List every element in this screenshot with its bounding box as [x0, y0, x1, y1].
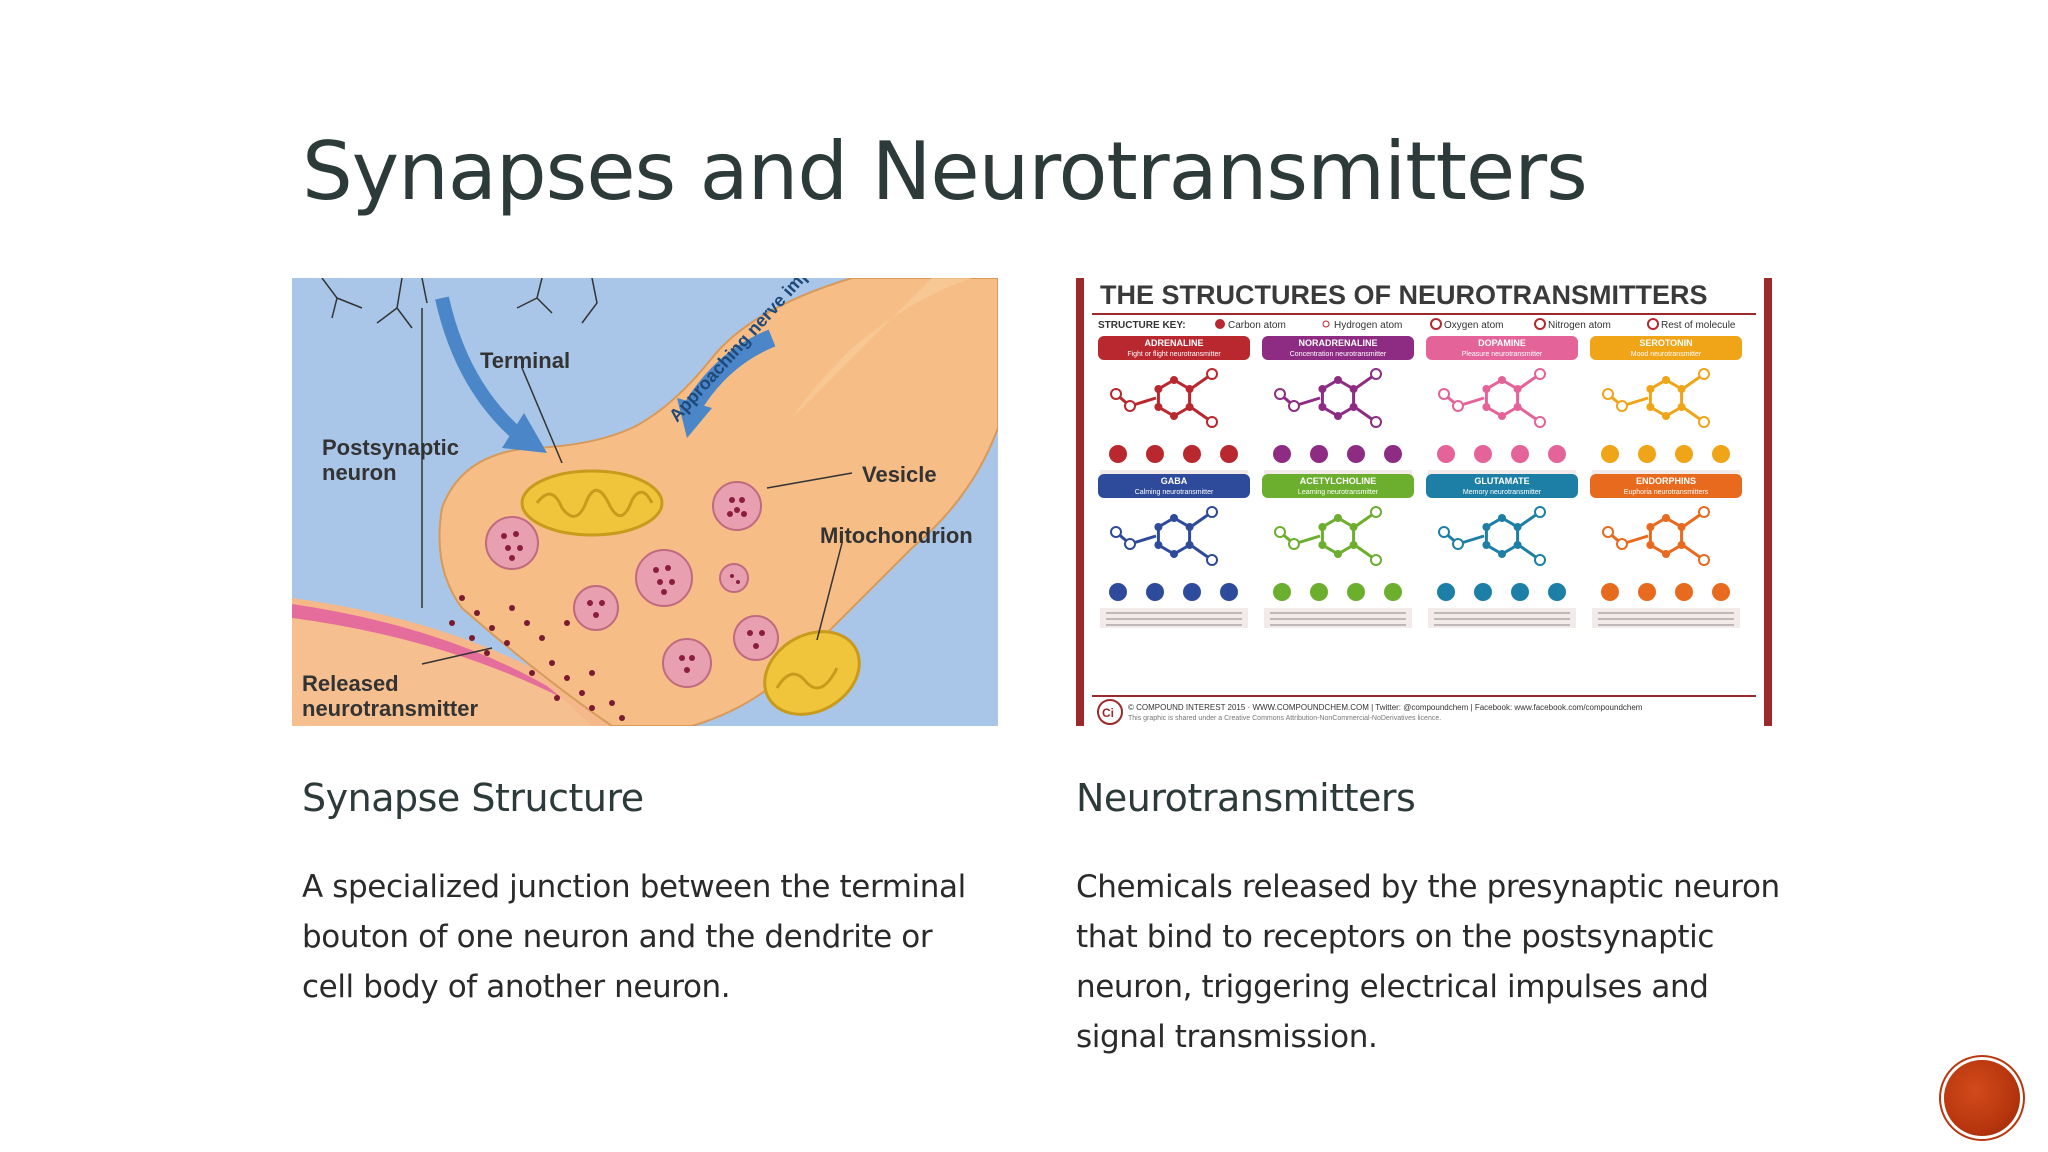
label-released-2: neurotransmitter: [302, 696, 478, 721]
effect-icon: [1273, 445, 1291, 463]
effect-icon: [1474, 445, 1492, 463]
effect-icon: [1601, 445, 1619, 463]
effect-icon: [1273, 583, 1291, 601]
svg-text:Nitrogen atom: Nitrogen atom: [1548, 320, 1611, 331]
effect-icon: [1146, 445, 1164, 463]
effect-icon: [1511, 445, 1529, 463]
effect-icon: [1384, 445, 1402, 463]
effect-icon: [1183, 445, 1201, 463]
panel-subtitle: Memory neurotransmitter: [1463, 489, 1542, 496]
effect-icon: [1548, 583, 1566, 601]
panel-name: GABA: [1161, 476, 1188, 486]
panel-name: SEROTONIN: [1639, 338, 1692, 348]
effect-icon: [1384, 583, 1402, 601]
infographic-row-2: GABA Calming neurotransmitter ACETYLCHOLIN…: [1098, 474, 1742, 628]
slide-title: Synapses and Neurotransmitters: [302, 125, 1588, 218]
svg-text:Hydrogen atom: Hydrogen atom: [1334, 320, 1402, 331]
panel-subtitle: Euphoria neurotransmitters: [1624, 489, 1709, 496]
label-vesicle: Vesicle: [862, 462, 937, 487]
synapse-diagram-image: Terminal Approaching nerve imp Postsynap…: [292, 278, 998, 726]
effect-icon: [1474, 583, 1492, 601]
panel-subtitle: Learning neurotransmitter: [1298, 489, 1379, 496]
effect-icon: [1675, 445, 1693, 463]
effect-icon: [1601, 583, 1619, 601]
panel-subtitle: Pleasure neurotransmitter: [1462, 351, 1543, 358]
effect-icon: [1548, 445, 1566, 463]
right-body: Chemicals released by the presynaptic ne…: [1076, 869, 1780, 1055]
effect-icon: [1310, 445, 1328, 463]
effect-icon: [1712, 583, 1730, 601]
infographic-title: THE STRUCTURES OF NEUROTRANSMITTERS: [1100, 280, 1708, 310]
left-body: A specialized junction between the termi…: [302, 869, 966, 1005]
panel-gaba: GABA Calming neurotransmitter: [1098, 474, 1250, 628]
effect-icon: [1437, 583, 1455, 601]
label-released-1: Released: [302, 671, 399, 696]
panel-name: GLUTAMATE: [1474, 476, 1529, 486]
label-terminal: Terminal: [480, 348, 570, 373]
infographic-footer: © COMPOUND INTEREST 2015 · WWW.COMPOUNDC…: [1128, 703, 1643, 712]
right-heading: Neurotransmitters: [1076, 776, 1416, 820]
synapse-diagram: Terminal Approaching nerve imp Postsynap…: [292, 278, 998, 726]
label-postsynaptic-2: neuron: [322, 460, 397, 485]
panel-subtitle: Calming neurotransmitter: [1135, 489, 1214, 496]
effect-icon: [1109, 583, 1127, 601]
effect-icon: [1183, 583, 1201, 601]
panel-subtitle: Mood neurotransmitter: [1631, 351, 1702, 358]
effect-icon: [1347, 445, 1365, 463]
structure-key: Carbon atom Hydrogen atom Oxygen atom Ni…: [1215, 318, 1736, 331]
panel-subtitle: Concentration neurotransmitter: [1290, 351, 1387, 358]
panel-name: ENDORPHINS: [1636, 476, 1696, 486]
neurotransmitter-infographic-image: THE STRUCTURES OF NEUROTRANSMITTERS STRU…: [1076, 278, 1772, 726]
slide-nav-button[interactable]: [1944, 1060, 2020, 1136]
neurotransmitter-infographic: THE STRUCTURES OF NEUROTRANSMITTERS STRU…: [1076, 278, 1772, 726]
panel-name: NORADRENALINE: [1298, 338, 1377, 348]
effect-icon: [1638, 445, 1656, 463]
effect-icon: [1638, 583, 1656, 601]
panel-endorphins: ENDORPHINS Euphoria neurotransmitters: [1590, 474, 1742, 628]
svg-text:Oxygen atom: Oxygen atom: [1444, 320, 1503, 331]
effect-icon: [1347, 583, 1365, 601]
panel-name: ACETYLCHOLINE: [1300, 476, 1377, 486]
effect-icon: [1675, 583, 1693, 601]
panel-acetylcholine: ACETYLCHOLINE Learning neurotransmitter: [1262, 474, 1414, 628]
label-postsynaptic-1: Postsynaptic: [322, 435, 459, 460]
panel-name: ADRENALINE: [1144, 338, 1203, 348]
svg-text:Rest of molecule: Rest of molecule: [1661, 320, 1736, 331]
effect-icon: [1220, 583, 1238, 601]
panel-name: DOPAMINE: [1478, 338, 1526, 348]
infographic-badge: Ci: [1102, 706, 1114, 720]
structure-key-label: STRUCTURE KEY:: [1098, 320, 1186, 331]
panel-subtitle: Fight or flight neurotransmitter: [1127, 351, 1221, 358]
effect-icon: [1109, 445, 1127, 463]
effect-icon: [1310, 583, 1328, 601]
label-mitochondrion: Mitochondrion: [820, 523, 973, 548]
effect-icon: [1511, 583, 1529, 601]
effect-icon: [1437, 445, 1455, 463]
infographic-footer-licence: This graphic is shared under a Creative …: [1128, 715, 1441, 722]
left-heading: Synapse Structure: [302, 776, 644, 820]
effect-icon: [1146, 583, 1164, 601]
svg-text:Carbon atom: Carbon atom: [1228, 320, 1286, 331]
effect-icon: [1712, 445, 1730, 463]
effect-icon: [1220, 445, 1238, 463]
panel-glutamate: GLUTAMATE Memory neurotransmitter: [1426, 474, 1578, 628]
